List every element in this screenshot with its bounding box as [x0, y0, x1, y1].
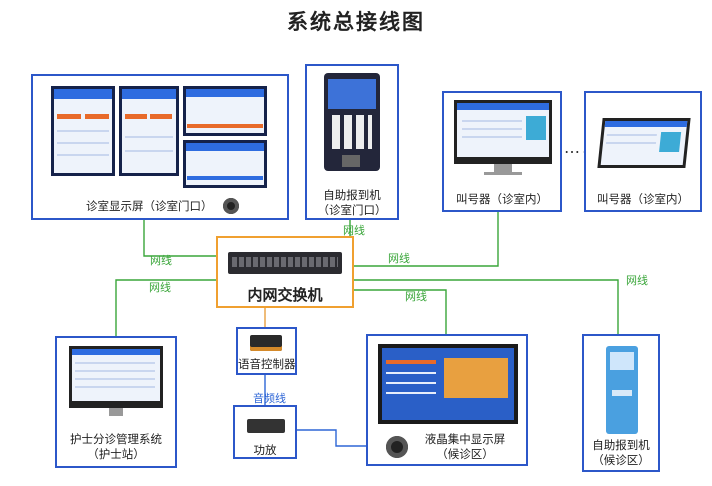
- wire-label-nurse: 网线: [149, 281, 171, 294]
- monitor-4: [183, 140, 267, 188]
- kiosk-clinic-name: 自助报到机: [323, 188, 381, 202]
- wire-label-lcd: 网线: [405, 290, 427, 303]
- caller-pc-name: 叫号器: [456, 192, 491, 206]
- caller-tablet-box: [584, 91, 702, 212]
- wire-label-kiosk-clinic: 网线: [343, 224, 365, 237]
- caller-tablet-name: 叫号器: [597, 192, 632, 206]
- clinic-display-label: 诊室显示屏（诊室门口）: [86, 199, 213, 214]
- lcd-display-box: [366, 334, 528, 466]
- kiosk-terminal: [324, 73, 380, 171]
- wire-lcd: [354, 289, 447, 334]
- kiosk-standing: [606, 346, 638, 434]
- wire-label-caller: 网线: [388, 252, 410, 265]
- monitor-1: [51, 86, 115, 176]
- clinic-display-name: 诊室显示屏: [86, 199, 144, 213]
- diagram-title: 系统总接线图: [287, 10, 425, 34]
- controller-device: [250, 335, 282, 351]
- clinic-display-sub: （诊室门口）: [143, 199, 213, 213]
- nurse-system-sub: （护士站）: [87, 447, 145, 461]
- voice-controller-box: 语音控制器: [236, 327, 297, 375]
- kiosk-waiting-label: 自助报到机 （候诊区）: [582, 438, 660, 468]
- amplifier-label: 功放: [253, 443, 277, 457]
- caller-pc-label: 叫号器（诊室内）: [442, 192, 562, 207]
- wire-kiosk-waiting: [354, 279, 619, 334]
- nurse-system-label: 护士分诊管理系统 （护士站）: [55, 432, 177, 462]
- desktop-monitor: [454, 100, 552, 164]
- monitor-2: [119, 86, 179, 176]
- amplifier-box: 功放: [233, 405, 297, 459]
- kiosk-waiting-sub: （候诊区）: [592, 453, 650, 467]
- kiosk-waiting-box: [582, 334, 660, 472]
- tablet-device: [597, 118, 691, 168]
- kiosk-clinic-box: [305, 64, 399, 220]
- switch-device: [228, 252, 342, 274]
- nurse-system-box: [55, 336, 177, 468]
- kiosk-waiting-name: 自助报到机: [592, 438, 650, 452]
- speaker-icon: [223, 198, 239, 214]
- nurse-system-name: 护士分诊管理系统: [70, 432, 162, 446]
- voice-controller-label: 语音控制器: [238, 357, 296, 371]
- monitor-3: [183, 86, 267, 136]
- switch-label: 内网交换机: [247, 286, 323, 304]
- caller-tablet-label: 叫号器（诊室内）: [584, 192, 702, 207]
- kiosk-clinic-label: 自助报到机 （诊室门口）: [305, 188, 399, 218]
- lcd-display-label: 液晶集中显示屏 （候诊区）: [410, 432, 520, 462]
- nurse-monitor: [69, 346, 163, 408]
- lcd-display-name: 液晶集中显示屏: [424, 432, 506, 446]
- lcd-screen: [378, 344, 518, 424]
- clinic-display-box: [31, 74, 289, 220]
- speaker-icon: [386, 436, 408, 458]
- lcd-display-sub: （候诊区）: [436, 447, 494, 461]
- kiosk-clinic-sub: （诊室门口）: [317, 203, 387, 217]
- wire-label-kiosk-waiting: 网线: [626, 274, 648, 287]
- wire-label-clinic-display: 网线: [150, 254, 172, 267]
- caller-pc-box: [442, 91, 562, 212]
- wire-nurse: [115, 279, 216, 336]
- amplifier-device: [247, 419, 285, 433]
- wire-caller: [354, 212, 499, 267]
- wire-label-audio: 音频线: [253, 392, 286, 405]
- caller-pc-sub: （诊室内）: [490, 192, 549, 206]
- network-switch-box: 内网交换机: [216, 236, 354, 308]
- caller-tablet-sub: （诊室内）: [631, 192, 690, 206]
- wire-audio-2: [297, 429, 382, 447]
- wire-clinic-display: [143, 220, 216, 257]
